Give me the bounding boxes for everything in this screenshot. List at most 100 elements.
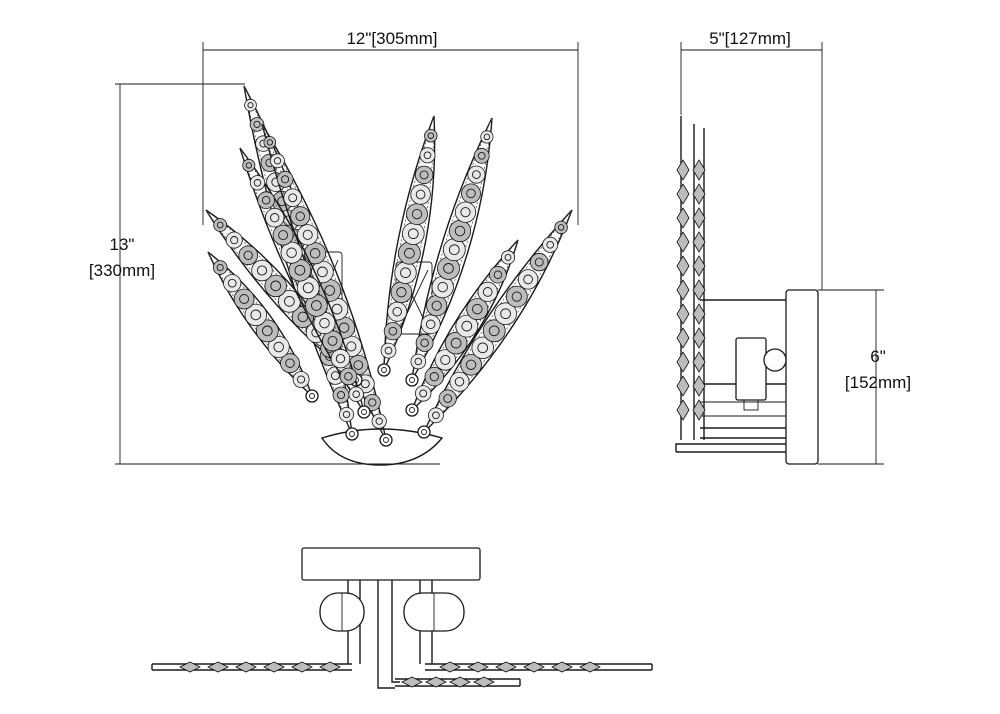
crystal-gem-icon	[692, 207, 706, 229]
crystal-gem-icon	[494, 302, 517, 326]
crystal-gem-icon	[270, 153, 285, 169]
top-backplate	[301, 547, 481, 581]
crystal-gem-icon	[473, 147, 490, 164]
front-dimensions: 12"[305mm] 13" [330mm]	[89, 29, 579, 465]
crystal-gem-icon	[444, 331, 468, 355]
crystal-gem-icon	[424, 128, 438, 143]
crystal-gem-icon	[676, 255, 690, 277]
crystal-gem-icon	[415, 385, 432, 402]
crystal-gem-icon	[255, 319, 279, 343]
crystal-gem-icon	[542, 236, 559, 253]
crystal-gem-icon	[449, 371, 470, 392]
crystal-gem-icon	[291, 661, 313, 673]
crystal-gem-icon	[212, 260, 228, 275]
crystal-gem-icon	[692, 327, 706, 349]
crystal-gem-icon	[676, 159, 690, 181]
crystal-gem-icon	[410, 353, 427, 370]
crystal-gem-icon	[225, 231, 243, 249]
crystal-gem-icon	[304, 242, 327, 265]
crystal-gem-icon	[263, 661, 285, 673]
crystal-gem-icon	[179, 661, 201, 673]
crystal-gem-icon	[448, 219, 472, 243]
crystal-gem-icon	[322, 330, 343, 352]
width-label: 12"[305mm]	[346, 29, 437, 48]
crystal-gem-icon	[676, 303, 690, 325]
crystal-gem-icon	[442, 238, 466, 262]
crystal-gem-icon	[383, 322, 402, 341]
crystal-gem-icon	[397, 241, 421, 265]
crystal-gem-icon	[263, 136, 277, 149]
crystal-gem-icon	[482, 319, 506, 343]
crystal-gem-icon	[473, 676, 495, 688]
crystal-gem-icon	[339, 367, 358, 386]
crystal-gem-icon	[480, 130, 494, 144]
height-label-mm: [330mm]	[89, 261, 155, 280]
crystal-gem-icon	[439, 661, 461, 673]
crystal-gem-icon	[505, 285, 528, 308]
backplate-label-in: 6"	[870, 347, 886, 366]
crystal-gem-icon	[415, 333, 434, 352]
crystal-gem-icon	[290, 206, 311, 227]
crystal-gem-icon	[692, 183, 706, 205]
crystal-gem-icon	[244, 303, 268, 327]
crystal-gem-icon	[425, 676, 447, 688]
crystal-gem-icon	[410, 184, 431, 205]
front-view	[205, 85, 573, 466]
depth-label: 5"[127mm]	[709, 29, 791, 48]
crystal-gem-icon	[257, 191, 275, 210]
crystal-gem-icon	[213, 218, 228, 232]
crystal-gem-icon	[438, 389, 457, 408]
crystal-gem-icon	[394, 261, 417, 284]
crystal-gem-icon	[319, 661, 341, 673]
crystal-gem-icon	[579, 661, 601, 673]
crystal-gem-icon	[467, 661, 489, 673]
crystal-gem-icon	[280, 241, 303, 264]
crystal-gem-icon	[692, 399, 706, 421]
backplate	[785, 289, 819, 465]
crystal-gem-icon	[265, 207, 285, 228]
crystal-gem-icon	[461, 183, 481, 204]
crystal-gem-icon	[371, 413, 387, 429]
crystal-gem-icon	[420, 314, 441, 335]
crystal-gem-icon	[276, 170, 294, 188]
crystal-gem-icon	[292, 371, 310, 388]
crystal-gem-icon	[692, 279, 706, 301]
crystal-gem-icon	[264, 274, 287, 298]
crystal-gem-icon	[242, 158, 256, 172]
crystal-gem-icon	[401, 676, 423, 688]
crystal-gem-icon	[390, 281, 413, 304]
crystal-gem-icon	[676, 183, 690, 205]
crystal-gem-icon	[692, 375, 706, 397]
crystal-gem-icon	[249, 117, 265, 132]
crystal-gem-icon	[517, 269, 539, 290]
crystal-gem-icon	[332, 386, 350, 404]
crystal-gem-icon	[489, 265, 507, 284]
crystal-gem-icon	[434, 349, 457, 371]
crystal-gem-icon	[272, 224, 294, 246]
crystal-gem-icon	[554, 220, 568, 235]
crystal-gem-icon	[460, 353, 482, 376]
crystal-gem-icon	[419, 147, 436, 164]
crystal-gem-icon	[676, 351, 690, 373]
crystal-gem-icon	[267, 335, 290, 358]
crystal-gem-icon	[530, 252, 549, 272]
crystal-gem-icon	[424, 367, 445, 387]
crystal-gem-icon	[471, 336, 494, 360]
crystal-gem-icon	[249, 175, 266, 191]
crystal-gem-icon	[223, 274, 242, 293]
crystal-gem-icon	[676, 207, 690, 229]
crystal-gem-icon	[427, 407, 444, 424]
crystal-gem-icon	[363, 393, 381, 411]
crystal-gem-icon	[692, 351, 706, 373]
side-dimensions: 5"[127mm] 6" [152mm]	[680, 29, 911, 465]
crystal-gem-icon	[523, 661, 545, 673]
crystal-gem-icon	[330, 348, 351, 369]
crystal-gem-icon	[495, 661, 517, 673]
crystal-gem-icon	[235, 661, 257, 673]
canopy	[320, 428, 444, 466]
crystal-leaf	[411, 117, 493, 381]
crystal-gem-icon	[244, 98, 257, 112]
crystal-gem-icon	[414, 165, 434, 185]
crystal-gem-icon	[297, 224, 319, 246]
